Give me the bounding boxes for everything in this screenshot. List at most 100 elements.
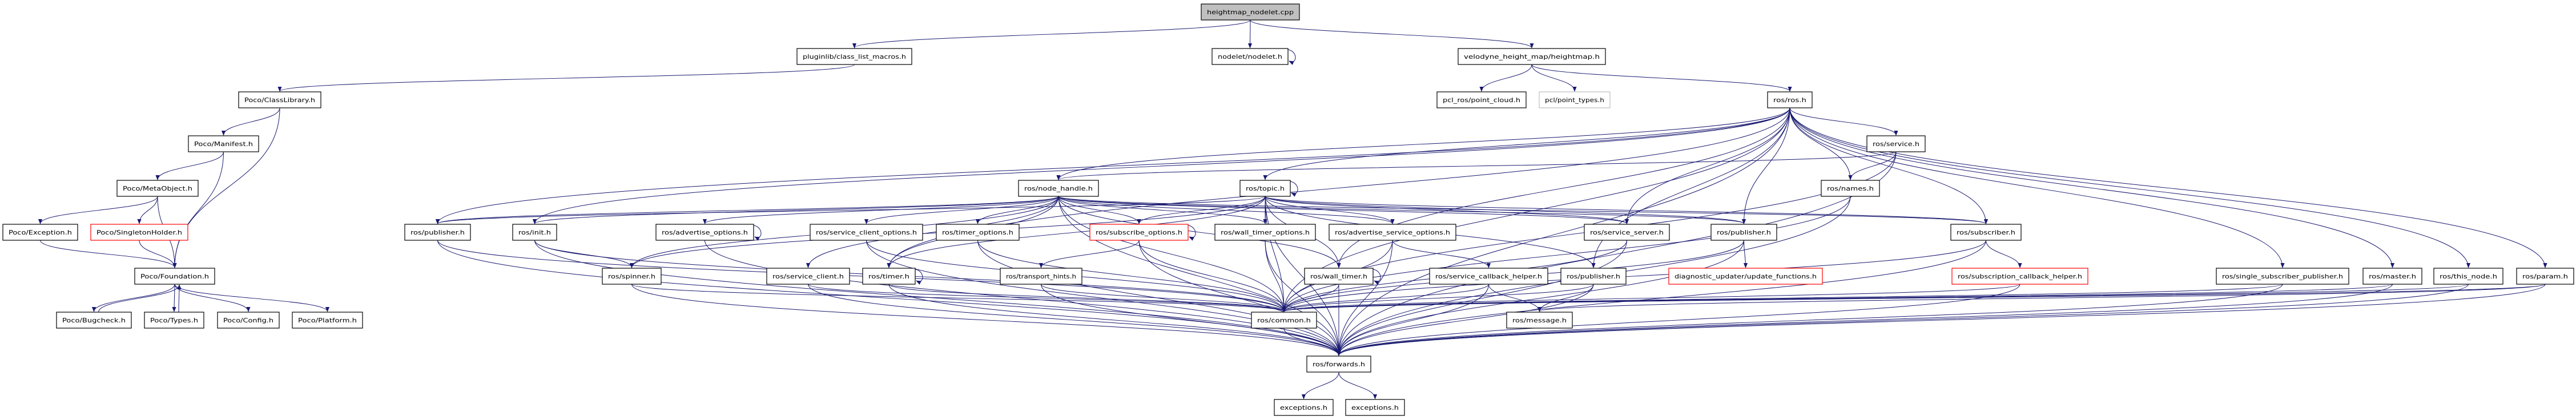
edge-init-to-fwd <box>534 240 1341 356</box>
edge-sub-to-common <box>1282 240 1986 312</box>
graph-node-timer[interactable]: ros/timer.h <box>862 268 916 285</box>
graph-node-fwd[interactable]: ros/forwards.h <box>1306 356 1371 373</box>
graph-node-nodelet[interactable]: nodelet/nodelet.h <box>1211 48 1289 65</box>
graph-node-wto[interactable]: ros/wall_timer_options.h <box>1214 224 1316 241</box>
edge-tmo-to-common <box>977 240 1286 312</box>
graph-node-names[interactable]: ros/names.h <box>1821 180 1880 197</box>
node-label: ros/wall_timer.h <box>1310 273 1367 280</box>
edge-topic-to-pub3 <box>1265 196 1746 224</box>
graph-node-pc[interactable]: pcl_ros/point_cloud.h <box>1436 91 1527 108</box>
edge-scl-to-fwd <box>808 284 1341 356</box>
edge-pub2-to-common <box>1282 284 1594 312</box>
graph-node-exc[interactable]: Poco/Exception.h <box>2 224 78 241</box>
graph-node-sub[interactable]: ros/subscriber.h <box>1950 224 2022 241</box>
graph-node-sch[interactable]: ros/service_callback_helper.h <box>1429 268 1548 285</box>
edge-fnd-to-bug <box>91 284 175 312</box>
edge-pub2-to-fwd <box>1337 284 1594 356</box>
graph-node-topic[interactable]: ros/topic.h <box>1239 180 1291 197</box>
edge-clm-to-cl <box>277 64 855 92</box>
edge-param-to-fwd <box>1337 284 2546 356</box>
node-label: Poco/ClassLibrary.h <box>244 96 315 104</box>
node-box <box>602 268 662 285</box>
graph-node-master[interactable]: ros/master.h <box>2362 268 2422 285</box>
graph-node-man[interactable]: Poco/Manifest.h <box>188 135 259 152</box>
edge-pub1-to-fwd <box>437 240 1341 356</box>
graph-node-subo[interactable]: ros/subscribe_options.h <box>1089 224 1189 241</box>
edge-th-to-common <box>1041 284 1286 312</box>
graph-node-th[interactable]: ros/transport_hints.h <box>1000 268 1082 285</box>
graph-node-ex2[interactable]: exceptions.h <box>1345 399 1405 416</box>
graph-node-scl[interactable]: ros/service_client.h <box>766 268 850 285</box>
node-box <box>1211 48 1289 65</box>
graph-node-svc[interactable]: ros/service.h <box>1866 135 1926 152</box>
graph-node-nh[interactable]: ros/node_handle.h <box>1018 180 1099 197</box>
graph-node-common[interactable]: ros/common.h <box>1251 312 1317 329</box>
graph-node-param[interactable]: ros/param.h <box>2516 268 2574 285</box>
edge-spin-to-common <box>631 284 1286 312</box>
graph-node-thisn[interactable]: ros/this_node.h <box>2433 268 2503 285</box>
graph-node-bug[interactable]: Poco/Bugcheck.h <box>56 312 132 329</box>
graph-node-wt[interactable]: ros/wall_timer.h <box>1304 268 1374 285</box>
graph-node-sing[interactable]: Poco/SingletonHolder.h <box>90 224 188 241</box>
node-label: ros/advertise_options.h <box>662 229 748 236</box>
edge-ssp-to-common <box>1282 284 2283 312</box>
edge-sch-to-msg <box>1488 284 1542 312</box>
node-box <box>1345 399 1405 416</box>
edge-ros-to-names <box>1789 107 1853 180</box>
graph-node-subcb[interactable]: ros/subscription_callback_helper.h <box>1951 268 2088 285</box>
edge-ros-to-nh <box>1056 107 1790 180</box>
edge-ros-to-wt <box>1337 107 1790 268</box>
graph-node-pub2[interactable]: ros/publisher.h <box>1560 268 1627 285</box>
edge-ros-to-thisn <box>1789 107 2471 268</box>
graph-node-pub1[interactable]: ros/publisher.h <box>404 224 471 241</box>
graph-node-aso[interactable]: ros/advertise_service_options.h <box>1329 224 1456 241</box>
edge-topic-to-timer <box>887 196 1266 268</box>
graph-node-pt[interactable]: pcl/point_types.h <box>1539 91 1611 108</box>
graph-node-spin[interactable]: ros/spinner.h <box>602 268 662 285</box>
graph-node-ex1[interactable]: exceptions.h <box>1274 399 1334 416</box>
edge-nh-to-pub3 <box>1058 196 1746 224</box>
edge-fnd-to-types <box>172 284 176 312</box>
node-label: Poco/Exception.h <box>9 229 72 236</box>
node-box <box>188 135 259 152</box>
graph-node-init[interactable]: ros/init.h <box>512 224 557 241</box>
graph-node-msg[interactable]: ros/message.h <box>1506 312 1573 329</box>
edges-layer <box>38 19 2547 399</box>
edge-bug-to-fnd <box>98 284 182 313</box>
graph-node-tmo[interactable]: ros/timer_options.h <box>936 224 1020 241</box>
edge-svc-to-fwd <box>1337 151 1897 356</box>
graph-node-ros[interactable]: ros/ros.h <box>1767 91 1813 108</box>
edge-master-to-fwd <box>1337 284 2393 356</box>
node-box <box>1458 48 1606 65</box>
graph-node-cfg[interactable]: Poco/Config.h <box>217 312 280 329</box>
graph-node-clm[interactable]: pluginlib/class_list_macros.h <box>796 48 912 65</box>
graph-node-diag[interactable]: diagnostic_updater/update_functions.h <box>1668 268 1823 285</box>
node-label: ros/timer.h <box>868 273 909 280</box>
node-box <box>1304 268 1374 285</box>
node-label: ros/ros.h <box>1773 96 1806 104</box>
edge-ros-to-ssrv <box>1624 107 1790 224</box>
graph-node-pub3[interactable]: ros/publisher.h <box>1710 224 1777 241</box>
graph-node-ssrv[interactable]: ros/service_server.h <box>1584 224 1670 241</box>
node-label: ros/forwards.h <box>1313 361 1365 368</box>
graph-node-hm[interactable]: velodyne_height_map/heightmap.h <box>1458 48 1606 65</box>
graph-node-plat[interactable]: Poco/Platform.h <box>292 312 363 329</box>
node-label: heightmap_nodelet.cpp <box>1207 9 1294 16</box>
node-box <box>1821 180 1880 197</box>
node-box <box>144 312 204 329</box>
node-box <box>2433 268 2503 285</box>
node-label: ros/publisher.h <box>410 229 465 236</box>
graph-node-ssp[interactable]: ros/single_subscriber_publisher.h <box>2216 268 2349 285</box>
node-box <box>936 224 1020 241</box>
node-box <box>1239 180 1291 197</box>
graph-node-cpp[interactable]: heightmap_nodelet.cpp <box>1201 3 1300 21</box>
graph-node-cl[interactable]: Poco/ClassLibrary.h <box>238 91 321 108</box>
graph-node-fnd[interactable]: Poco/Foundation.h <box>134 268 215 285</box>
edge-nh-to-wt <box>1058 196 1341 268</box>
edge-topic-to-ssrv <box>1265 196 1629 224</box>
graph-node-meta[interactable]: Poco/MetaObject.h <box>116 180 199 197</box>
node-box <box>810 224 923 241</box>
graph-node-advo[interactable]: ros/advertise_options.h <box>655 224 754 241</box>
graph-node-types[interactable]: Poco/Types.h <box>144 312 204 329</box>
graph-node-sco[interactable]: ros/service_client_options.h <box>810 224 923 241</box>
